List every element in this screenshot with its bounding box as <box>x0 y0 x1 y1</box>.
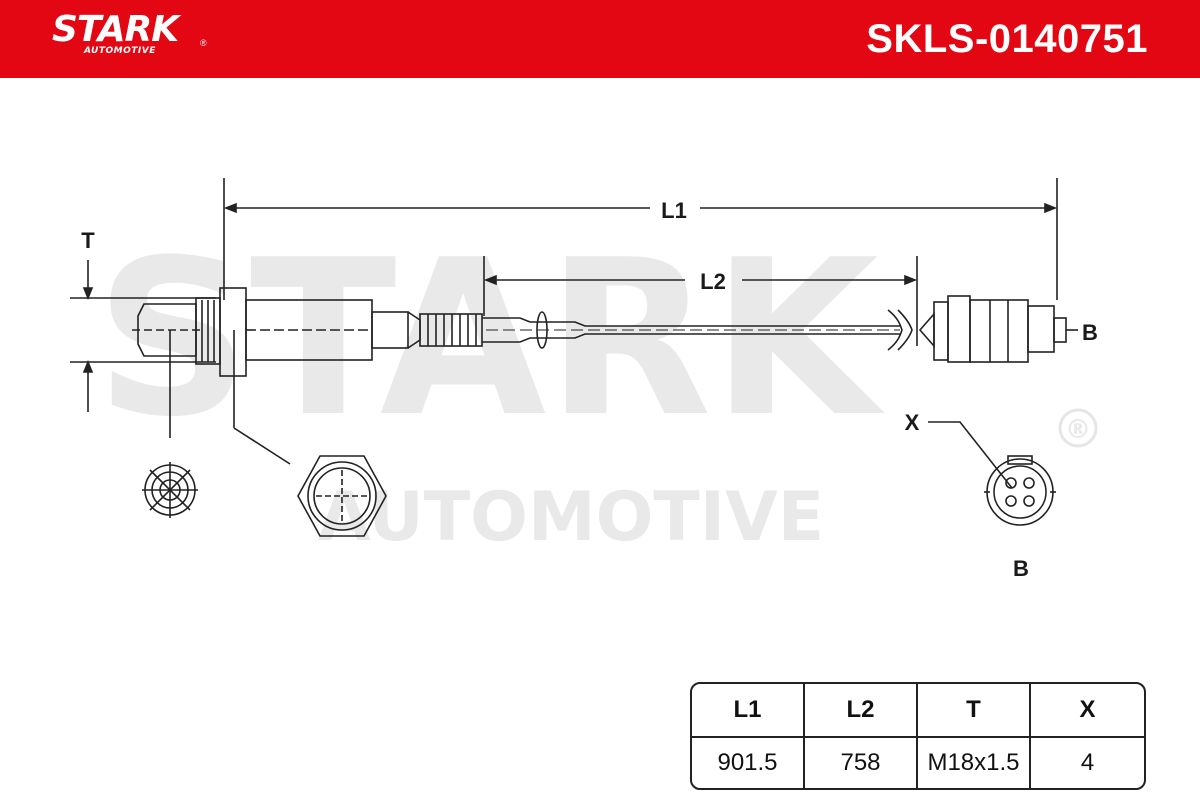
part-number: SKLS-0140751 <box>866 17 1148 61</box>
spec-header-l1: L1 <box>692 684 805 738</box>
logo-brand-text: STARK <box>52 9 179 50</box>
hex-nut-view <box>297 455 387 537</box>
technical-drawing: STARK AUTOMOTIVE ® <box>70 178 1098 581</box>
connector-face-view <box>984 455 1056 526</box>
watermark-sub: AUTOMOTIVE <box>318 478 824 557</box>
brand-logo: STARK ® AUTOMOTIVE <box>52 9 207 57</box>
spec-header-l2: L2 <box>805 684 918 738</box>
spec-table: L1 L2 T X 901.5 758 M18x1.5 4 <box>690 682 1146 790</box>
spec-value-l1: 901.5 <box>692 738 805 788</box>
leader-lines <box>169 330 1013 489</box>
protective-sleeve <box>419 313 483 347</box>
logo-sub-text: AUTOMOTIVE <box>84 46 156 56</box>
spec-value-l2: 758 <box>805 738 918 788</box>
label-l2: L2 <box>700 269 726 294</box>
spec-value-t: M18x1.5 <box>918 738 1031 788</box>
logo-registered-mark: ® <box>200 38 207 48</box>
watermark-registered-circle <box>1058 408 1098 448</box>
connector-plug <box>918 295 1078 363</box>
dimension-l1 <box>223 178 1058 300</box>
spec-header-t: T <box>918 684 1031 738</box>
sensor-tip-front-view <box>142 462 198 518</box>
spec-value-x: 4 <box>1080 749 1095 776</box>
header-bar: STARK ® AUTOMOTIVE SKLS-0140751 <box>0 0 1200 78</box>
label-l1: L1 <box>661 198 687 223</box>
dimension-l2 <box>483 256 918 346</box>
watermark-registered-mark: ® <box>1065 415 1091 445</box>
sensor-body <box>132 287 421 377</box>
watermark-brand: STARK <box>95 213 886 464</box>
label-b-end: B <box>1082 320 1098 345</box>
dimension-t <box>70 260 216 412</box>
label-x: X <box>905 410 920 435</box>
spec-header-x: X <box>1031 684 1144 738</box>
sensor-cable <box>482 309 913 351</box>
spec-value-row: 901.5 758 M18x1.5 4 <box>692 738 1144 788</box>
watermark: STARK AUTOMOTIVE ® <box>95 213 1098 557</box>
label-t: T <box>81 228 95 253</box>
spec-header-row: L1 L2 T X <box>692 684 1144 738</box>
label-b-view: B <box>1013 556 1029 581</box>
